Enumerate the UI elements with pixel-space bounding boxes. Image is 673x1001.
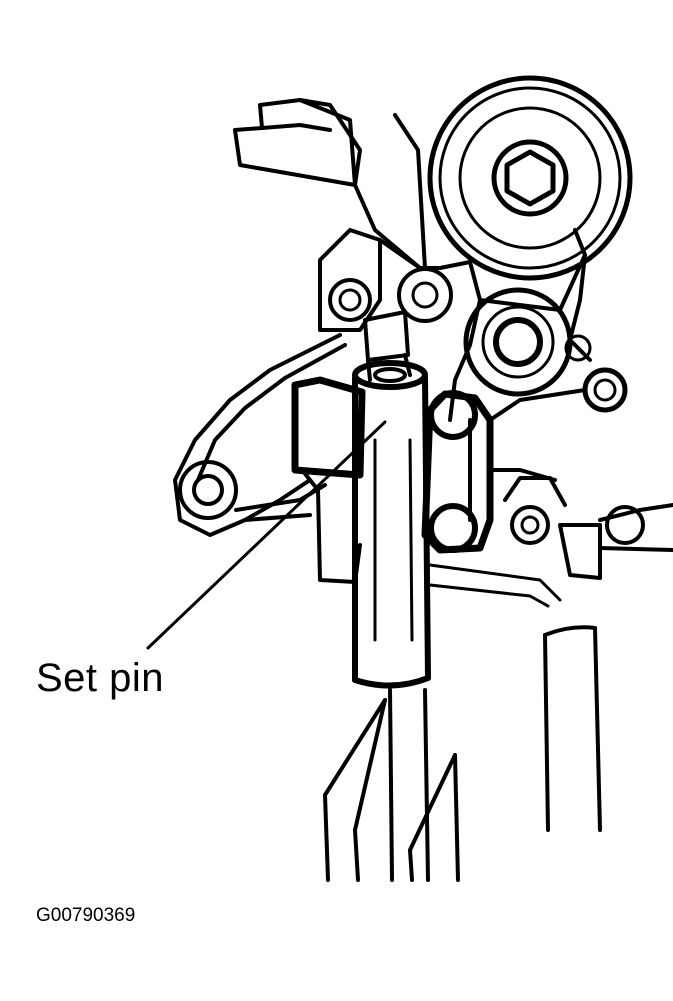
set-pin-label: Set pin [36,656,165,700]
upper-bracket [233,98,427,270]
figure-code: G00790369 [36,905,136,926]
lower-contour-lines [318,558,562,608]
mounting-flange [173,333,347,537]
pulley-bolt-head [504,149,556,207]
link-plate [421,390,494,554]
idler-pulley [427,75,633,281]
engine-block-right [488,367,673,580]
engine-casting [318,228,472,382]
set-pin [352,360,431,689]
lower-structure [323,625,602,882]
callout-leader-line [146,420,387,650]
pivot-pulley [463,287,592,397]
